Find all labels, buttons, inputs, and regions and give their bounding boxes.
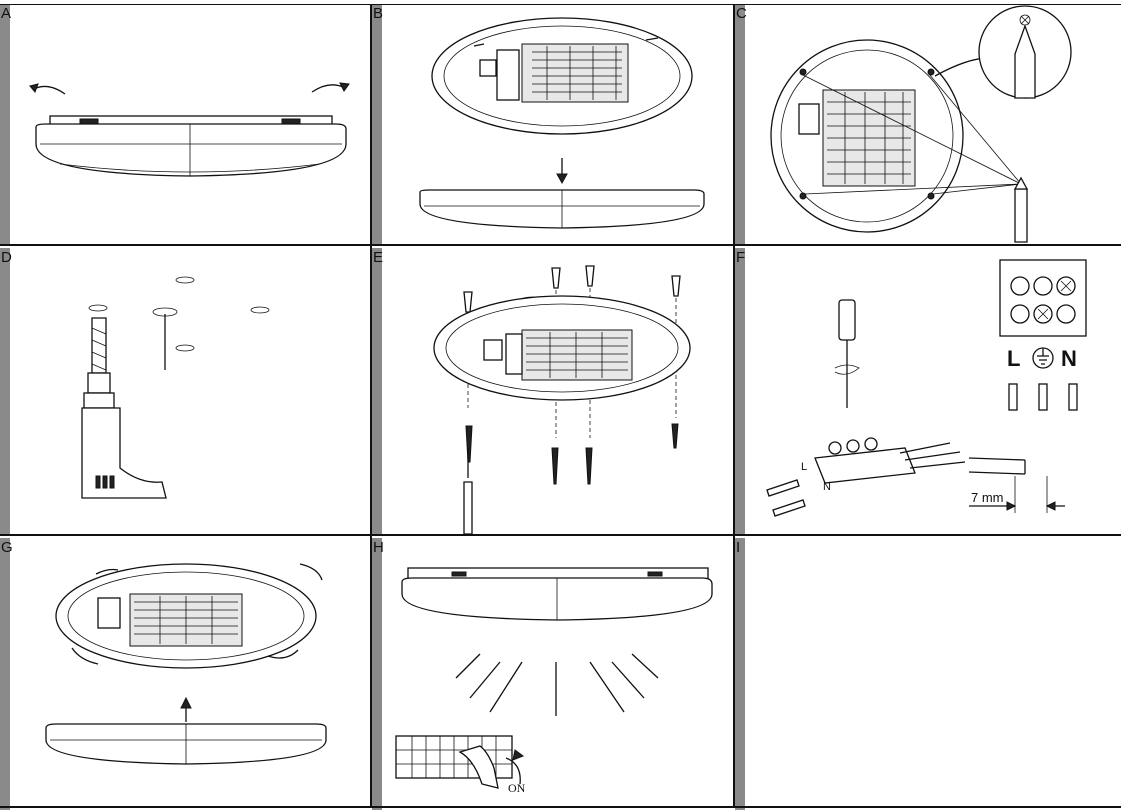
panel-f-tab	[735, 248, 745, 534]
panel-a-tab	[0, 4, 10, 244]
mark-drill-holes-illustration	[770, 5, 1072, 243]
rotate-arrow-right	[311, 84, 346, 93]
terminal-housing	[999, 259, 1087, 337]
hole-4	[175, 344, 195, 352]
wiring-block	[814, 437, 966, 484]
wire-ends	[1008, 383, 1078, 411]
panel-i-tab	[735, 538, 745, 810]
grid-col-2	[733, 4, 735, 808]
clip-right	[281, 118, 301, 125]
panel-d-tab	[0, 248, 10, 534]
panel-d-letter: D	[1, 249, 12, 266]
up-arrowhead-icon	[180, 696, 192, 709]
drill-and-plug-illustration	[81, 276, 270, 499]
panel-e-tab	[372, 248, 382, 534]
grid-top	[0, 4, 1121, 5]
led-grid	[532, 46, 622, 100]
terminal-connector-block	[999, 259, 1087, 337]
block-n-label: N	[823, 481, 831, 493]
switch-on-label: ON	[508, 781, 526, 795]
mount-base-illustration	[433, 265, 691, 534]
lamp-remove-diffuser-illustration	[29, 82, 350, 177]
pencil-tip-closeup	[1014, 24, 1036, 99]
panel-d: D	[0, 248, 372, 534]
rotate-arrow-left	[33, 85, 66, 95]
switch-on-illustration: ON	[395, 567, 713, 795]
grid-col-1	[370, 4, 372, 808]
clip-left	[79, 118, 99, 125]
circuit-breaker-panel	[395, 735, 525, 789]
panel-h-tab	[372, 538, 382, 810]
panel-i: I	[735, 538, 1121, 810]
pencil-tip	[1013, 176, 1029, 190]
panel-i-letter: I	[736, 539, 741, 556]
attach-diffuser-illustration	[45, 563, 327, 765]
down-arrowhead-icon	[556, 173, 568, 185]
panel-h-letter: H	[373, 539, 384, 556]
arrowhead-left-icon	[29, 83, 39, 93]
terminal-n-label: N	[1061, 346, 1077, 371]
switch-arrow	[505, 757, 521, 785]
led-grid-c	[827, 92, 911, 184]
grid-row-1	[0, 244, 1121, 246]
panel-c: C	[735, 4, 1121, 244]
panel-c-tab	[735, 4, 745, 244]
rotate-arrow-tr	[299, 563, 323, 581]
rotate-arrow-bl	[71, 647, 99, 665]
rotate-arrow-br	[267, 649, 299, 659]
hand	[458, 745, 499, 789]
lamp-base-with-led-board-illustration	[419, 17, 705, 229]
arrowhead-right-icon	[339, 82, 350, 92]
screws-bottom	[465, 423, 679, 485]
grid-row-2	[0, 534, 1121, 536]
screwdriver-f	[834, 299, 860, 408]
led-board	[521, 43, 629, 103]
screwdriver-e	[463, 481, 473, 534]
panel-g-tab	[0, 538, 10, 810]
hole-1	[175, 276, 195, 284]
panel-f: F L N	[735, 248, 1121, 534]
drill-chuck	[87, 372, 111, 394]
wiring-illustration: L N L N	[766, 259, 1087, 517]
panel-g-letter: G	[1, 539, 13, 556]
grid-bottom	[0, 806, 1121, 808]
panel-a-letter: A	[1, 5, 12, 22]
strip-length-detail	[968, 457, 1065, 513]
panel-h: H ON	[372, 538, 735, 810]
drill-body	[81, 407, 167, 499]
block-l-label: L	[801, 461, 807, 473]
led-board-e	[521, 329, 633, 381]
panel-f-letter: F	[736, 249, 746, 266]
terminal-block-c	[798, 103, 820, 135]
terminal-block	[479, 59, 497, 77]
panel-e-letter: E	[373, 249, 384, 266]
hole-3	[250, 306, 270, 314]
pencil-body	[1014, 188, 1028, 243]
earth-symbol-icon	[1032, 347, 1054, 369]
hole-2	[88, 304, 108, 312]
lamp-diffuser	[35, 123, 347, 177]
driver-box	[496, 49, 520, 101]
rotate-arrow-tl	[95, 568, 119, 575]
panel-e: E	[372, 248, 735, 534]
terminal-l-label: L	[1007, 346, 1020, 371]
panel-b-letter: B	[373, 5, 384, 22]
panel-b-tab	[372, 4, 382, 244]
panel-a: A	[0, 4, 372, 244]
panel-b: B	[372, 4, 735, 244]
stripped-wires	[766, 479, 806, 517]
light-rays	[455, 653, 659, 716]
strip-length-label: 7 mm	[971, 490, 1004, 505]
panel-c-letter: C	[736, 5, 747, 22]
panel-g: G	[0, 538, 372, 810]
